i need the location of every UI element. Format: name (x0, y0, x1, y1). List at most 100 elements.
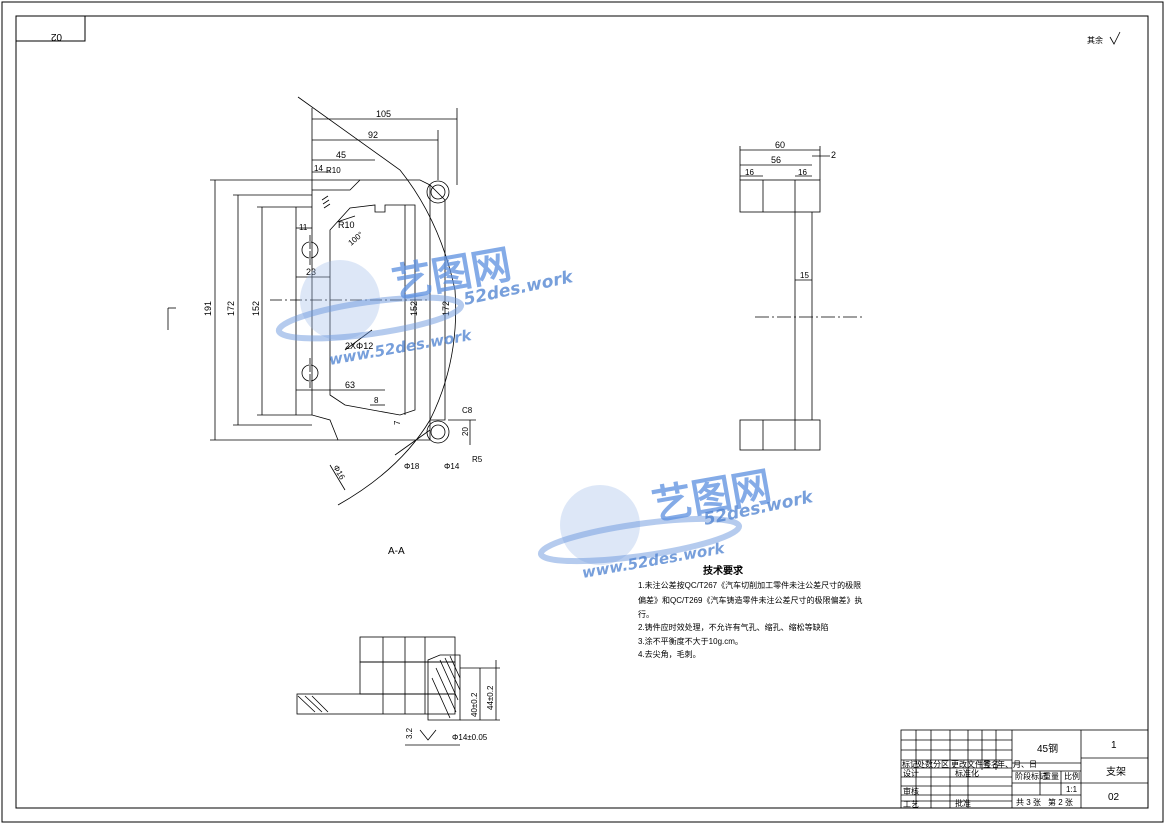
tb-approve: 批准 (955, 798, 971, 808)
tb-material: 45钢 (1037, 742, 1058, 755)
dim-detail-44: 44±0.2 (486, 685, 495, 710)
watermark-globe-icon (300, 260, 380, 340)
boss-top-bore (430, 184, 446, 200)
inner-pocket (329, 204, 416, 416)
dim-r10b: R10 (338, 220, 355, 230)
tech-title: 技术要求 (703, 564, 744, 577)
tb-std: 标准化 (955, 768, 979, 778)
dim-172: 172 (226, 301, 236, 316)
dim-11: 11 (299, 223, 308, 232)
drawing-no-box: 02 (15, 15, 86, 42)
side-view-dims: 60 56 2 16 16 15 (745, 140, 836, 280)
dim-detail-40: 40±0.2 (470, 692, 479, 717)
watermark-swoosh-b (537, 515, 743, 565)
dim-side-60: 60 (775, 140, 785, 150)
dim-side-2: 2 (831, 150, 836, 160)
dim-20: 20 (461, 427, 470, 436)
tech-line-3: 行。 (638, 609, 654, 619)
dim-phi18: Φ18 (404, 462, 420, 471)
detail-upper (359, 636, 456, 663)
dim-side-15: 15 (800, 271, 809, 280)
side-top-block (739, 179, 821, 213)
tb-role-process: 工艺 (903, 800, 919, 809)
dim-side-16a: 16 (745, 168, 754, 177)
watermark-top: 艺图网 52des.work (275, 242, 576, 342)
inner-frame (15, 15, 1149, 809)
hatch-mark (321, 195, 331, 209)
dim-172b: 172 (441, 301, 451, 316)
dim-23: 23 (306, 267, 316, 277)
dim-side-16b: 16 (798, 168, 807, 177)
tech-line-6: 4.去尖角，毛刺。 (638, 649, 701, 659)
detail-hatch (431, 655, 461, 719)
side-view (739, 146, 862, 451)
tb-label-mark: 标记 (902, 759, 918, 769)
tech-requirements: 技术要求 1.未注公差按QC/T267《汽车切削加工零件未注公差尺寸的极限 偏差… (638, 564, 862, 659)
detail-view-dims: 40±0.2 44±0.2 3.2 Φ14±0.05 (405, 685, 495, 742)
dim-63: 63 (345, 380, 355, 390)
watermark-bottom: 艺图网 52des.work www.52des.work (537, 464, 816, 582)
tb-label-date: 年、月、日 (997, 759, 1037, 769)
tb-part-name: 支架 (1106, 766, 1126, 778)
front-view (167, 96, 476, 506)
tb-scale-label: 比例 (1064, 771, 1080, 781)
detail-view (296, 636, 500, 746)
dim-7: 7 (393, 420, 402, 425)
dim-191: 191 (203, 301, 213, 316)
watermark-globe2-icon (560, 485, 640, 565)
detail-roughness-icon (419, 729, 437, 741)
dim-152: 152 (251, 301, 261, 316)
dim-phi14: Φ14 (444, 462, 460, 471)
dim-152b: 152 (409, 301, 419, 316)
tb-label-zone: 分区 (933, 760, 949, 769)
tb-drawing-no: 02 (1108, 792, 1120, 803)
boss-bottom-bore (430, 424, 446, 440)
tech-line-1: 1.未注公差按QC/T267《汽车切削加工零件未注公差尺寸的极限 (638, 580, 861, 590)
tb-label-count: 处数 (917, 759, 933, 769)
tb-label-change: 更改文件号 (951, 759, 991, 769)
leader-phi16 (329, 464, 346, 491)
dim-detail-phi14: Φ14±0.05 (452, 733, 488, 742)
roughness-text: 其余 (1087, 35, 1103, 45)
detail-hatch-left (297, 695, 329, 713)
dim-c8: C8 (462, 406, 473, 415)
tech-line-4: 2.铸件应时效处理，不允许有气孔、缩孔、缩松等缺陷 (638, 622, 829, 632)
dim-45: 45 (336, 150, 346, 160)
tech-line-2: 偏差》和QC/T269《汽车铸造零件未注公差尺寸的极限偏差》执 (638, 595, 862, 605)
dim-phi16: Φ16 (331, 464, 347, 482)
tb-weight: 重量 (1043, 771, 1059, 781)
leader-r10 (336, 215, 356, 223)
title-block-text: 45钢 1 支架 02 标记 处数 分区 更改文件号 签名 年、月、日 设计 审… (902, 740, 1126, 809)
dim-14: 14 (314, 164, 323, 173)
front-view-dims: 105 92 45 14 R10 R10 100° 11 23 191 172 … (203, 109, 483, 557)
dim-105: 105 (376, 109, 391, 119)
tb-stage: 阶段标记 (1015, 771, 1047, 781)
tb-quantity: 1 (1111, 740, 1117, 751)
hole-lower (301, 364, 319, 382)
dim-r10a: R10 (326, 166, 341, 175)
title-block (900, 729, 1149, 809)
tb-sheets: 共 3 张 (1016, 798, 1041, 807)
boss-top (426, 180, 450, 204)
tech-line-5: 3.涂不平衡度不大于10g.cm。 (638, 636, 743, 646)
detail-lower (296, 693, 456, 715)
dim-8: 8 (374, 396, 379, 405)
hole-upper (301, 241, 319, 259)
roughness-symbol-icon (1109, 31, 1121, 45)
leader-phi18 (394, 429, 431, 456)
watermark-swoosh-a (275, 294, 465, 342)
dim-detail-32: 3.2 (405, 727, 414, 739)
tb-role-design: 设计 (903, 768, 919, 778)
tb-scale: 1:1 (1066, 785, 1078, 794)
dim-angle: 100° (347, 230, 365, 248)
section-label: A-A (388, 546, 405, 557)
tb-label-sign: 签名 (983, 759, 999, 769)
drawing-no-rotated: 02 (50, 31, 62, 42)
title-block-frame (900, 729, 1149, 809)
dim-side-56: 56 (771, 155, 781, 165)
roughness-note: 其余 (1087, 31, 1121, 45)
detail-bushing (427, 654, 461, 721)
dim-hole: 2XΦ12 (345, 341, 373, 351)
